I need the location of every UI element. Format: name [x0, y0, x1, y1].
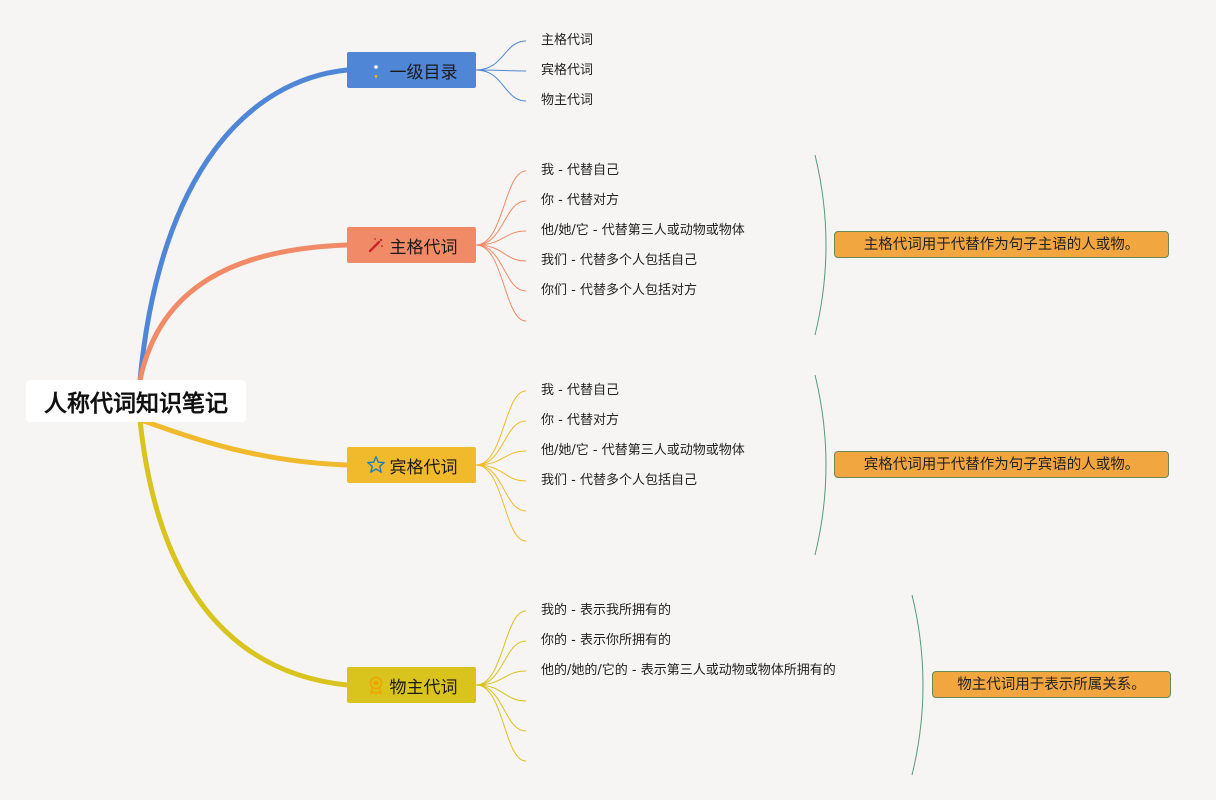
leaf-connector	[475, 244, 527, 262]
leaf-connector	[475, 464, 527, 542]
leaf-topic[interactable]: 你 - 代替对方	[541, 193, 619, 208]
summary-bracket	[911, 594, 924, 776]
branch-connector	[137, 67, 350, 383]
branch-topic-label: 一级目录	[389, 62, 458, 83]
branch-topic-label: 宾格代词	[389, 457, 458, 478]
rocket-icon	[366, 60, 386, 80]
leaf-connector	[475, 69, 527, 72]
magic-wand-icon	[366, 235, 386, 255]
leaf-topic[interactable]: 主格代词	[541, 33, 594, 48]
leaf-topic[interactable]: 他/她/它 - 代替第三人或动物或物体	[541, 223, 745, 238]
leaf-topic[interactable]: 你们 - 代替多个人包括对方	[541, 283, 697, 298]
summary-topic[interactable]: 宾格代词用于代替作为句子宾语的人或物。	[834, 451, 1169, 478]
summary-topic[interactable]: 主格代词用于代替作为句子主语的人或物。	[834, 231, 1169, 258]
leaf-connector	[475, 464, 527, 482]
leaf-topic[interactable]: 宾格代词	[541, 63, 594, 78]
branch-topic[interactable]: 一级目录	[347, 52, 476, 88]
leaf-connector	[475, 390, 527, 466]
summary-bracket	[814, 374, 827, 556]
branch-connector	[137, 417, 350, 688]
award-icon	[366, 675, 386, 695]
leaf-connector	[475, 244, 527, 292]
leaf-connector	[475, 610, 527, 686]
leaf-connector	[475, 684, 527, 762]
leaf-topic[interactable]: 我们 - 代替多个人包括自己	[541, 473, 697, 488]
leaf-connector	[475, 420, 527, 466]
leaf-topic[interactable]: 你的 - 表示你所拥有的	[541, 633, 671, 648]
leaf-connector	[475, 69, 527, 102]
leaf-connector	[475, 170, 527, 246]
branch-topic[interactable]: 宾格代词	[347, 447, 476, 483]
branch-topic[interactable]: 物主代词	[347, 667, 476, 703]
branch-topic[interactable]: 主格代词	[347, 227, 476, 263]
leaf-connector	[475, 684, 527, 732]
leaf-topic[interactable]: 我 - 代替自己	[541, 383, 619, 398]
branch-connector	[137, 417, 350, 468]
leaf-connector	[475, 230, 527, 246]
leaf-connector	[475, 450, 527, 466]
branch-connector	[137, 242, 350, 383]
leaf-topic[interactable]: 物主代词	[541, 93, 594, 108]
root-topic-label: 人称代词知识笔记	[44, 391, 228, 417]
leaf-connector	[475, 670, 527, 686]
leaf-topic[interactable]: 你 - 代替对方	[541, 413, 619, 428]
branch-topic-label: 物主代词	[389, 677, 458, 698]
leaf-connector	[475, 244, 527, 322]
leaf-connector	[475, 40, 527, 71]
leaf-topic[interactable]: 他/她/它 - 代替第三人或动物或物体	[541, 443, 745, 458]
summary-bracket	[814, 154, 827, 336]
leaf-topic[interactable]: 他的/她的/它的 - 表示第三人或动物或物体所拥有的	[541, 663, 836, 678]
summary-topic[interactable]: 物主代词用于表示所属关系。	[932, 671, 1171, 698]
star-icon	[366, 455, 386, 475]
leaf-topic[interactable]: 我们 - 代替多个人包括自己	[541, 253, 697, 268]
leaf-connector	[475, 464, 527, 512]
leaf-topic[interactable]: 我的 - 表示我所拥有的	[541, 603, 671, 618]
root-topic[interactable]: 人称代词知识笔记	[26, 380, 246, 422]
branch-topic-label: 主格代词	[389, 237, 458, 258]
leaf-connector	[475, 684, 527, 702]
leaf-topic[interactable]: 我 - 代替自己	[541, 163, 619, 178]
leaf-connector	[475, 640, 527, 686]
leaf-connector	[475, 200, 527, 246]
